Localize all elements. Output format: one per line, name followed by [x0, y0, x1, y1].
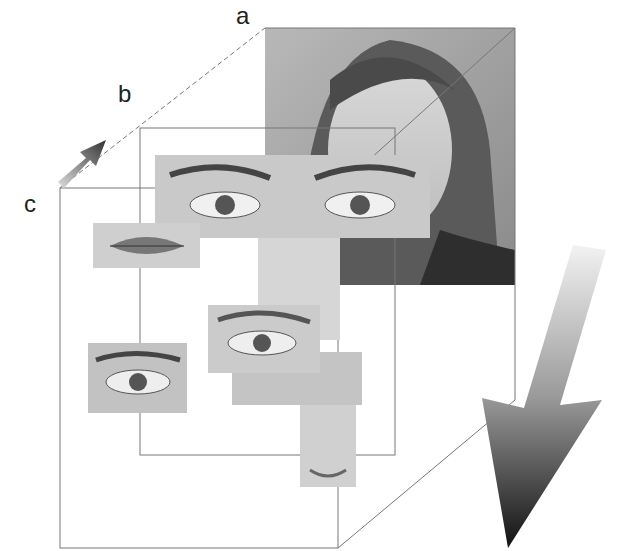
- axis-label: b: [118, 82, 131, 106]
- cube-wireframe: [60, 28, 515, 548]
- axis-label: c: [24, 192, 36, 216]
- nose-patch: [300, 405, 356, 487]
- axis-label: a: [236, 4, 249, 28]
- lips-patch: [93, 223, 200, 268]
- flow-arrow: [482, 245, 606, 548]
- eye-patch: [88, 343, 187, 413]
- eye-patch: [208, 305, 362, 405]
- direction-arrow: [58, 140, 106, 188]
